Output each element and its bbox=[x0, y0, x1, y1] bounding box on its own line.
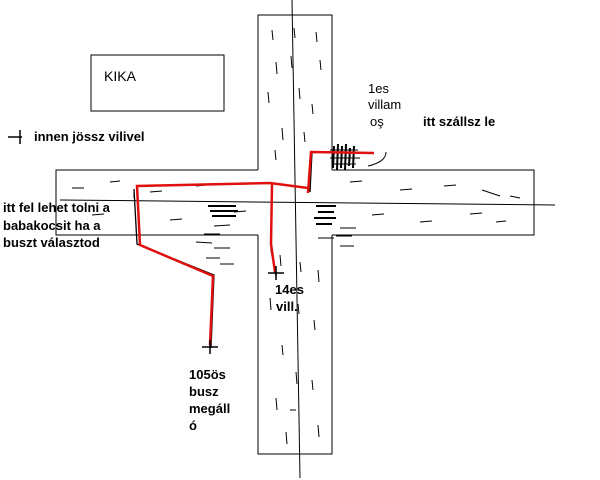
svg-text:itt fel lehet tolni a: itt fel lehet tolni a bbox=[3, 200, 111, 215]
svg-text:villam: villam bbox=[368, 97, 401, 112]
kika-store-label: KIKA bbox=[104, 68, 137, 84]
svg-text:buszt választod: buszt választod bbox=[3, 235, 100, 250]
svg-text:oş: oş bbox=[370, 114, 384, 129]
horizontal-tram-line bbox=[59, 199, 556, 206]
svg-text:14es: 14es bbox=[275, 282, 304, 297]
bus-stop-label: 105ös busz megáll ó bbox=[189, 367, 230, 433]
svg-text:1es: 1es bbox=[368, 81, 389, 96]
tram1-line-2: villam bbox=[368, 97, 401, 112]
bus-route-black bbox=[133, 188, 215, 349]
stop-markers bbox=[133, 190, 284, 354]
north-street-edge bbox=[257, 14, 333, 170]
tram1-line-1: 1es bbox=[368, 81, 389, 96]
svg-text:105ös: 105ös bbox=[189, 367, 226, 382]
kika-store: KIKA bbox=[90, 54, 225, 112]
tram14-line-2: vill. bbox=[276, 299, 298, 314]
south-street-edge bbox=[257, 235, 333, 455]
vertical-center-line bbox=[291, 0, 301, 479]
tram1-stop-hatch bbox=[330, 143, 360, 171]
svg-text:babakocsit ha a: babakocsit ha a bbox=[3, 218, 101, 233]
walking-route-tram1 bbox=[306, 150, 375, 194]
walking-route-tram14 bbox=[269, 183, 277, 273]
get-off-pointer bbox=[367, 151, 387, 167]
bus-line-3: megáll bbox=[189, 401, 230, 416]
stroller-line-2: babakocsit ha a bbox=[3, 218, 101, 233]
bus-line-2: busz bbox=[189, 384, 219, 399]
tram14-line-1: 14es bbox=[275, 282, 304, 297]
east-street-edge bbox=[332, 169, 535, 236]
svg-text:busz: busz bbox=[189, 384, 219, 399]
legend: innen jössz vilivel bbox=[8, 129, 145, 144]
west-street-edge bbox=[55, 169, 258, 236]
junction-hatch bbox=[314, 205, 356, 247]
bus-line-4: ó bbox=[189, 418, 197, 433]
tram14-label: 14es vill. bbox=[275, 282, 304, 314]
svg-text:megáll: megáll bbox=[189, 401, 230, 416]
svg-text:vill.: vill. bbox=[276, 299, 298, 314]
tram1-label: 1es villam oş bbox=[368, 81, 401, 129]
walking-route-bus bbox=[135, 181, 309, 346]
svg-text:ó: ó bbox=[189, 418, 197, 433]
south-street-dashes bbox=[269, 254, 320, 445]
north-street-dashes bbox=[267, 27, 322, 161]
west-tram-hatch bbox=[195, 205, 238, 265]
get-off-label: itt szállsz le bbox=[423, 114, 495, 129]
street-outline bbox=[55, 14, 535, 455]
tram1-line-3: oş bbox=[370, 114, 384, 129]
stroller-line-3: buszt választod bbox=[3, 235, 100, 250]
stroller-line-1: itt fel lehet tolni a bbox=[3, 200, 111, 215]
bus-line-1: 105ös bbox=[189, 367, 226, 382]
kika-store-box bbox=[90, 54, 225, 112]
east-west-street-dashes bbox=[72, 180, 521, 223]
stroller-note: itt fel lehet tolni a babakocsit ha a bu… bbox=[3, 200, 111, 250]
legend-label: innen jössz vilivel bbox=[34, 129, 145, 144]
